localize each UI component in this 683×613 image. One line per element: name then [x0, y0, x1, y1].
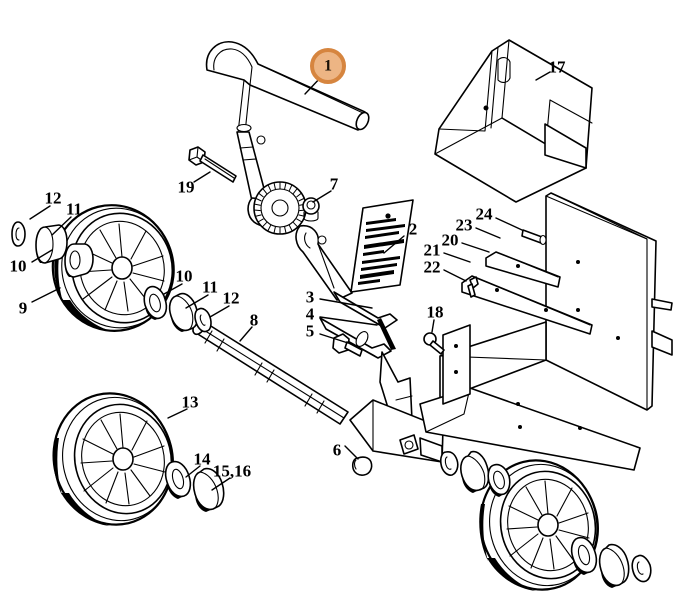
leader-line-17: [535, 71, 551, 81]
leader-line-18: [431, 319, 435, 333]
leader-line-20: [461, 242, 490, 253]
hex-bolt-part: [188, 146, 237, 183]
leader-line-11a: [51, 216, 72, 236]
leader-line-22: [443, 269, 467, 282]
wheel-rear-left-part: [52, 392, 174, 526]
callout-number-14: 14: [194, 450, 212, 469]
callout-number-5: 5: [306, 322, 315, 341]
callout-number-3: 3: [306, 288, 315, 307]
callout-number-15,16: 15,16: [213, 462, 251, 481]
front-left-hardware: [11, 221, 94, 278]
callout-number-12a: 12: [45, 189, 62, 208]
leader-line-9: [31, 287, 61, 303]
leader-line-15,16: [211, 477, 231, 491]
callout-number-23: 23: [456, 216, 473, 235]
frame-panel-part: [419, 192, 673, 471]
leader-line-11b: [185, 294, 209, 309]
engine-cover-housing-part: [434, 39, 593, 203]
callout-number-6: 6: [333, 441, 342, 460]
callout-number-12b: 12: [223, 289, 240, 308]
leader-line-4: [319, 316, 378, 326]
callout-number-11b: 11: [202, 278, 218, 297]
callout-number-11a: 11: [66, 200, 82, 219]
callout-number-1: 1: [324, 58, 332, 75]
callout-number-18: 18: [427, 303, 444, 322]
lock-knob-part: [302, 197, 320, 222]
swing-arm-part: [295, 224, 413, 425]
callout-number-22: 22: [424, 258, 441, 277]
leader-line-19: [193, 171, 211, 183]
callout-number-9: 9: [19, 299, 28, 318]
callout-number-21: 21: [424, 241, 441, 260]
callout-number-8: 8: [250, 311, 259, 330]
leader-line-12b: [209, 305, 230, 318]
highlight-marker: [310, 48, 346, 84]
rear-right-hardware-outer: [570, 536, 652, 588]
callout-number-10b: 10: [176, 267, 193, 286]
bracket-strip-part: [461, 229, 593, 335]
callout-number-7: 7: [330, 175, 339, 194]
leader-line-13: [167, 408, 188, 419]
callout-number-2: 2: [409, 220, 418, 239]
callout-number-13: 13: [182, 393, 199, 412]
leader-line-21: [443, 252, 471, 263]
ratchet-disc-part: [253, 181, 307, 235]
leader-line-23: [475, 227, 501, 239]
highlight-circle: [310, 48, 346, 84]
rivet-pin-part: [423, 332, 445, 355]
callout-number-10a: 10: [10, 257, 27, 276]
lower-bracket-part: [651, 298, 673, 311]
callout-number-20: 20: [442, 231, 459, 250]
callout-number-17: 17: [549, 58, 567, 77]
leader-line-12a: [29, 205, 51, 220]
leader-line-2: [383, 235, 405, 254]
rear-left-hardware: [164, 460, 225, 512]
leader-line-14: [185, 465, 201, 478]
leader-line-24: [495, 217, 523, 231]
front-right-hardware: [143, 285, 212, 333]
callout-number-4: 4: [306, 305, 315, 324]
leader-line-10b: [163, 283, 183, 295]
callout-leader-lines: [29, 71, 551, 491]
leader-line-8: [239, 326, 253, 342]
leader-line-3: [319, 298, 373, 309]
callout-numbers: 123456789101211101112131415,161718192021…: [10, 58, 567, 481]
callout-number-24: 24: [476, 205, 494, 224]
leader-line-5: [319, 333, 349, 344]
leader-line-6: [344, 445, 359, 460]
warning-label-plate-part: [350, 199, 414, 293]
callout-number-19: 19: [178, 178, 195, 197]
rear-right-hardware-inner: [439, 450, 511, 497]
frame-beam-part: [349, 399, 444, 463]
leader-line-10a: [31, 249, 53, 263]
end-cap-plug-part: [351, 456, 373, 476]
leader-line-7: [312, 190, 332, 203]
